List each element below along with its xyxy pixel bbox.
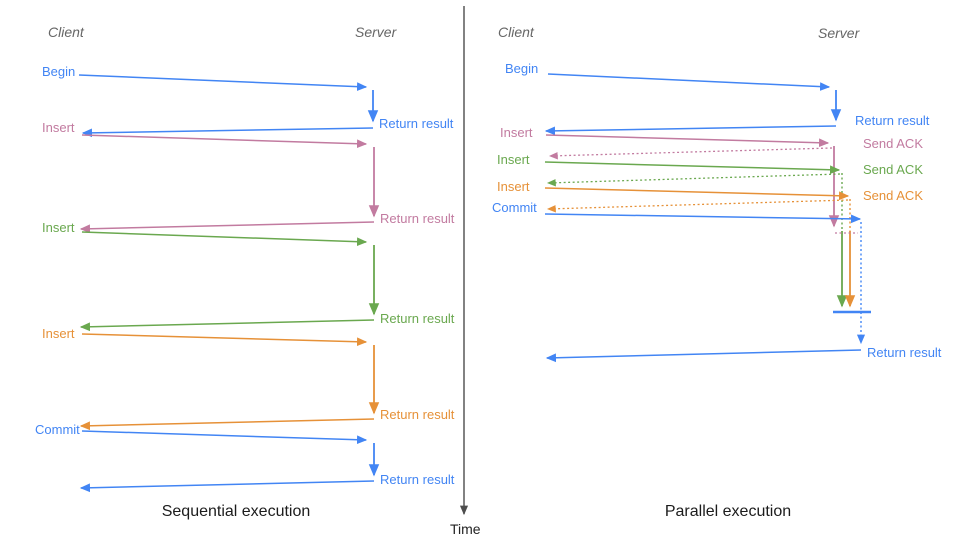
- par-begin-label: Begin: [505, 61, 539, 76]
- par-insert3-ack-label: Send ACK: [863, 188, 923, 203]
- par-insert3-label: Insert: [497, 179, 530, 194]
- seq-begin-request-arrow: [78, 74, 368, 91]
- seq-begin-result-label: Return result: [379, 116, 454, 131]
- seq-insert1-result-label: Return result: [380, 211, 455, 226]
- seq-insert3-label: Insert: [42, 326, 75, 341]
- par-commit-request-arrow: [544, 213, 862, 224]
- par-insert2-request-arrow: [544, 161, 841, 175]
- par-insert1-label: Insert: [500, 125, 533, 140]
- seq-commit-result-label: Return result: [380, 472, 455, 487]
- seq-commit-request-arrow: [81, 430, 368, 445]
- seq-commit-return-arrow: [79, 480, 375, 493]
- par-insert1-ack-label: Send ACK: [863, 136, 923, 151]
- par-insert3-ack-dashed-arrow: [546, 199, 849, 213]
- par-commit-label: Commit: [492, 200, 537, 215]
- seq-server-header: Server: [355, 24, 397, 40]
- par-commit-return-arrow: [545, 349, 862, 363]
- par-insert1-ack-dashed-arrow: [548, 147, 833, 160]
- seq-insert1-return-arrow: [79, 221, 375, 234]
- seq-begin-return-arrow: [81, 127, 374, 138]
- seq-begin-label: Begin: [42, 64, 76, 79]
- par-insert2-ack-label: Send ACK: [863, 162, 923, 177]
- seq-commit-label: Commit: [35, 422, 80, 437]
- par-insert2-label: Insert: [497, 152, 530, 167]
- par-begin-return-arrow: [544, 125, 837, 136]
- par-client-header: Client: [498, 24, 534, 40]
- seq-client-header: Client: [48, 24, 84, 40]
- par-commit-result-label: Return result: [867, 345, 942, 360]
- seq-insert2-label: Insert: [42, 220, 75, 235]
- seq-title: Sequential execution: [161, 503, 311, 520]
- seq-insert3-result-label: Return result: [380, 407, 455, 422]
- par-insert2-ack-dashed-arrow: [546, 173, 841, 187]
- seq-insert3-return-arrow: [79, 418, 375, 431]
- par-insert3-request-arrow: [544, 187, 850, 201]
- par-title: Parallel execution: [664, 503, 792, 520]
- seq-insert3-request-arrow: [81, 333, 368, 347]
- seq-insert2-request-arrow: [81, 231, 368, 247]
- seq-insert2-result-label: Return result: [380, 311, 455, 326]
- par-begin-request-arrow: [547, 73, 831, 91]
- par-begin-result-label: Return result: [855, 113, 930, 128]
- seq-insert1-request-arrow: [81, 134, 368, 149]
- time-axis-label: Time: [450, 521, 481, 537]
- par-insert1-request-arrow: [545, 134, 830, 148]
- par-server-header: Server: [818, 25, 860, 41]
- seq-insert2-return-arrow: [79, 319, 375, 332]
- seq-insert1-label: Insert: [42, 120, 75, 135]
